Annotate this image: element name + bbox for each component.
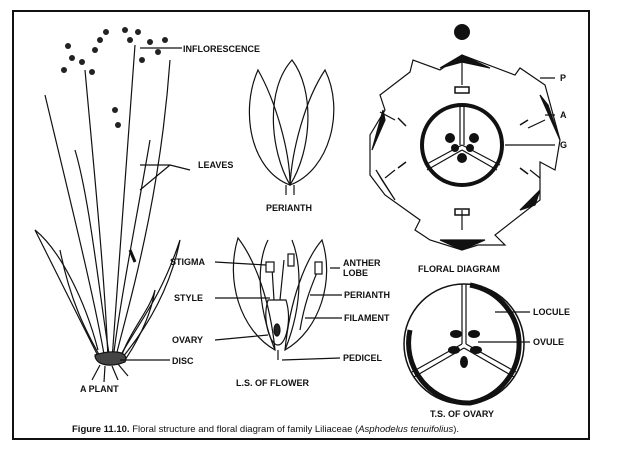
title-a-plant: A PLANT [80, 384, 119, 394]
label-locule: LOCULE [533, 307, 570, 317]
label-ovule: OVULE [533, 337, 565, 347]
label-g: G [560, 140, 568, 150]
label-filament: FILAMENT [344, 313, 390, 323]
title-ts-ovary: T.S. OF OVARY [430, 409, 495, 419]
floral-diagram-drawing [369, 24, 561, 251]
lobe-text: LOBE [343, 268, 369, 278]
label-perianth: PERIANTH [344, 290, 391, 300]
caption-species: Asphodelus tenuifolius [358, 424, 454, 435]
perianth-drawing [248, 59, 335, 195]
label-p: P [560, 73, 567, 83]
ls-flower-drawing [214, 236, 342, 361]
label-a: A [560, 110, 567, 120]
label-leaves: LEAVES [198, 160, 234, 170]
caption-end: ). [453, 424, 460, 435]
caption-text: Floral structure and floral diagram of f… [129, 424, 359, 435]
ts-ovary-drawing [403, 282, 530, 406]
title-ls-flower: L.S. OF FLOWER [236, 378, 309, 388]
label-disc: DISC [172, 356, 194, 366]
label-pedicel: PEDICEL [343, 353, 383, 363]
label-style: STYLE [174, 293, 204, 303]
label-ovary: OVARY [172, 335, 204, 345]
caption-figure-number: Figure 11.10. [72, 424, 130, 435]
anther-text: ANTHER [343, 258, 381, 268]
title-floral-diagram: FLORAL DIAGRAM [418, 264, 500, 274]
plant-drawing [34, 27, 191, 383]
figure-frame [12, 10, 590, 440]
title-perianth: PERIANTH [266, 203, 313, 213]
label-stigma: STIGMA [170, 257, 205, 267]
figure-caption: Figure 11.10. Floral structure and flora… [72, 424, 459, 435]
label-inflorescence: INFLORESCENCE [183, 44, 261, 54]
